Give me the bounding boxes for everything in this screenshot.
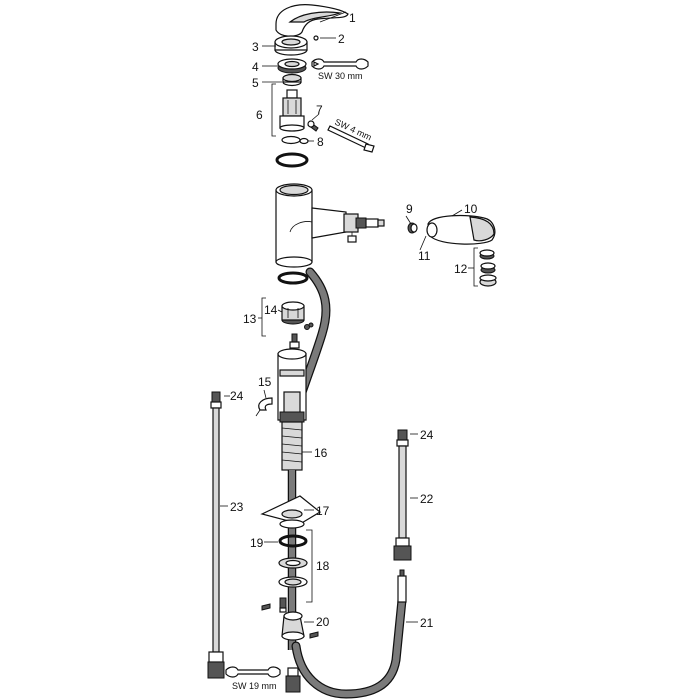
part-20-hose-weight — [281, 611, 305, 641]
label-12: 12 — [454, 262, 468, 276]
shank-tube — [277, 348, 307, 421]
label-15: 15 — [258, 375, 272, 389]
screw-set — [261, 597, 319, 639]
label-23: 23 — [230, 500, 244, 514]
part-1-lever-handle — [275, 4, 349, 37]
part-5-ring — [282, 73, 302, 87]
part-10-spray-head — [426, 214, 496, 245]
label-2: 2 — [338, 32, 345, 46]
part-7-screw — [307, 120, 319, 132]
o-ring-lower — [277, 271, 309, 285]
label-18: 18 — [316, 559, 330, 573]
part-9-nut — [407, 222, 418, 234]
label-14: 14 — [264, 303, 278, 317]
part-12-aerator — [479, 249, 497, 287]
label-6: 6 — [256, 108, 263, 122]
callout-labels: 1 2 3 4 5 6 7 8 9 10 11 12 13 14 15 16 1… — [230, 11, 478, 691]
label-19: 19 — [250, 536, 264, 550]
hose-end-fitting — [285, 667, 301, 693]
part-2-screw-cap — [313, 35, 319, 41]
label-9: 9 — [406, 202, 413, 216]
part-19-o-ring — [278, 534, 308, 548]
label-20: 20 — [316, 615, 330, 629]
bracket-13 — [261, 297, 266, 337]
part-22-supply-hose — [393, 429, 412, 561]
wrench-sw19-icon — [225, 666, 281, 678]
part-3-cover-cap — [274, 35, 308, 56]
wrench-sw30-icon — [311, 58, 369, 70]
bracket-12 — [473, 247, 478, 287]
part-4-threaded-nut — [277, 58, 307, 74]
spout-insert — [343, 213, 385, 243]
label-13: 13 — [243, 312, 257, 326]
part-21-extraction-hose — [291, 569, 407, 699]
part-23-supply-hose — [207, 391, 225, 679]
label-3: 3 — [252, 40, 259, 54]
leader-lines — [220, 11, 474, 623]
bracket-18 — [306, 529, 313, 603]
label-16: 16 — [314, 446, 328, 460]
label-24-right: 24 — [420, 428, 434, 442]
label-5: 5 — [252, 76, 259, 90]
part-16-threaded-shank — [279, 411, 305, 471]
label-sw19: SW 19 mm — [232, 681, 277, 691]
label-11: 11 — [418, 249, 431, 263]
connector-nipple — [289, 333, 300, 349]
part-6-cartridge — [279, 89, 305, 132]
label-22: 22 — [420, 492, 434, 506]
label-21: 21 — [420, 616, 434, 630]
label-10: 10 — [464, 202, 478, 216]
allen-key-sw4-icon — [327, 125, 375, 153]
o-ring-upper — [275, 152, 309, 168]
faucet-body — [275, 183, 347, 268]
part-17-fixing-plate — [260, 495, 322, 529]
part-14-check-valve — [281, 301, 314, 330]
bracket-6 — [271, 83, 276, 137]
part-8-clip — [281, 135, 309, 145]
label-8: 8 — [317, 135, 324, 149]
label-1: 1 — [349, 11, 356, 25]
label-17: 17 — [316, 504, 330, 518]
part-15-retaining-clip — [255, 397, 273, 417]
part-18-washer-set — [278, 557, 308, 588]
label-sw30: SW 30 mm — [318, 71, 363, 81]
label-24-left: 24 — [230, 389, 244, 403]
label-4: 4 — [252, 60, 259, 74]
label-7: 7 — [316, 103, 323, 117]
